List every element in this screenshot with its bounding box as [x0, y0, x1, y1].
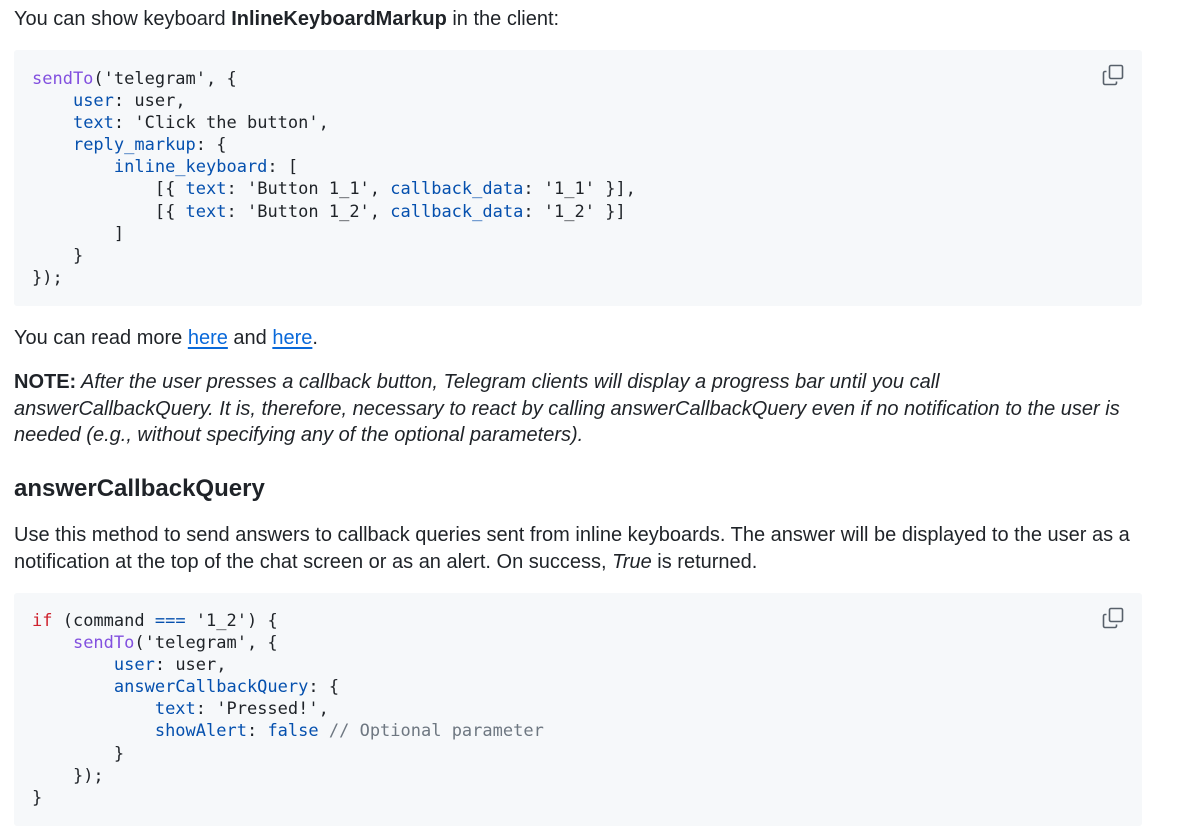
- here-link-2[interactable]: here: [272, 327, 313, 349]
- code-send-keyboard[interactable]: sendTo('telegram', { user: user, text: '…: [32, 69, 636, 288]
- note-paragraph: NOTE: After the user presses a callback …: [14, 369, 1142, 449]
- section-heading-answer-callback-query: answerCallbackQuery: [14, 475, 265, 502]
- code-block-answer-callback[interactable]: if (command === '1_2') { sendTo('telegra…: [14, 593, 1142, 826]
- true-term: True: [612, 550, 652, 573]
- copy-icon: [1102, 64, 1124, 86]
- read-more-paragraph: You can read more here and here.: [14, 327, 318, 349]
- copy-code-button[interactable]: [1102, 607, 1124, 629]
- here-link-1[interactable]: here: [187, 327, 228, 349]
- intro-paragraph: You can show keyboard InlineKeyboardMark…: [14, 8, 560, 30]
- note-text: After the user presses a callback button…: [14, 371, 1120, 446]
- inline-keyboard-markup-term: InlineKeyboardMarkup: [231, 8, 447, 30]
- code-block-send-keyboard[interactable]: sendTo('telegram', { user: user, text: '…: [14, 50, 1142, 306]
- note-label: NOTE:: [14, 371, 77, 393]
- copy-code-button[interactable]: [1102, 64, 1124, 86]
- copy-icon: [1102, 607, 1124, 629]
- description-paragraph: Use this method to send answers to callb…: [14, 524, 1130, 573]
- code-answer-callback[interactable]: if (command === '1_2') { sendTo('telegra…: [32, 611, 544, 808]
